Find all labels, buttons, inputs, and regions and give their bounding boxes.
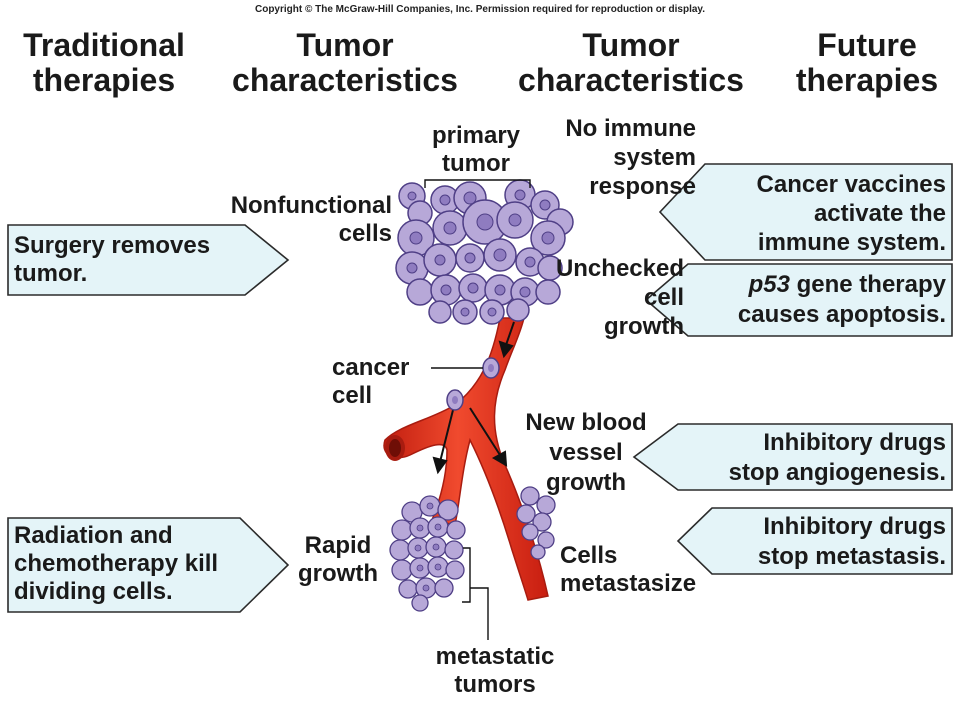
label-line: metastatic — [435, 643, 555, 670]
label-line: vessel — [549, 439, 623, 466]
label-rapid-growth: Rapid growth — [286, 532, 390, 588]
therapy-box-vaccines — [658, 163, 953, 261]
label-line: tumors — [454, 671, 536, 698]
therapy-text-radiation: Radiation and chemotherapy kill dividing… — [14, 522, 264, 606]
therapy-box-surgery — [7, 224, 290, 296]
column-header-line: Tumor — [296, 27, 394, 63]
gene-name: p53 — [748, 271, 790, 298]
therapy-line: activate the — [813, 200, 946, 227]
column-header-future: Future therapies — [782, 28, 952, 98]
therapy-text-surgery: Surgery removes tumor. — [14, 232, 254, 288]
column-header-tumor-right: Tumor characteristics — [500, 28, 762, 98]
label-line: Cells — [560, 542, 618, 569]
therapy-line: chemotherapy kill — [14, 550, 219, 577]
column-header-line: characteristics — [518, 62, 744, 98]
label-line: growth — [546, 469, 626, 496]
therapy-box-radiation — [7, 517, 290, 613]
column-header-line: Traditional — [23, 27, 185, 63]
therapy-text-angiogenesis: Inhibitory drugs stop angiogenesis. — [670, 428, 946, 488]
label-new-blood-vessel-growth: New blood vessel growth — [508, 408, 664, 498]
therapy-line: p53 gene therapy — [680, 270, 946, 300]
label-line: Unchecked — [555, 255, 684, 282]
primary-tumor — [395, 179, 574, 325]
label-cells-metastasize: Cells metastasize — [560, 542, 740, 598]
therapy-text-p53: p53 gene therapy causes apoptosis. — [680, 270, 946, 330]
label-no-immune-response: No immune system response — [536, 114, 696, 201]
therapy-line: Inhibitory drugs — [763, 513, 946, 540]
therapy-line: immune system. — [757, 229, 946, 256]
label-line: cancer — [332, 354, 410, 381]
label-line: No immune — [565, 115, 696, 142]
label-unchecked-cell-growth: Unchecked cell growth — [520, 254, 684, 341]
future-therapy-boxes — [632, 163, 953, 575]
therapy-line: tumor. — [14, 260, 88, 287]
label-line: primary — [431, 122, 521, 149]
therapy-line: Radiation and — [14, 522, 173, 549]
column-header-tumor-left: Tumor characteristics — [214, 28, 476, 98]
therapy-text-vaccines: Cancer vaccines activate the immune syst… — [700, 170, 946, 257]
therapy-line: Cancer vaccines — [756, 171, 946, 198]
label-line: system — [613, 144, 696, 171]
column-header-traditional: Traditional therapies — [8, 28, 200, 98]
therapy-text-metastasis: Inhibitory drugs stop metastasis. — [700, 512, 946, 572]
blood-vessel — [383, 317, 549, 601]
cancer-cell-in-vessel — [446, 357, 500, 411]
label-cancer-cell: cancer cell — [332, 354, 432, 410]
therapy-line-rest: gene therapy — [789, 271, 946, 298]
column-header-line: characteristics — [232, 62, 458, 98]
label-metastatic-tumors: metastatic tumors — [412, 643, 578, 699]
column-header-line: Tumor — [582, 27, 680, 63]
therapy-line: stop metastasis. — [757, 543, 946, 570]
label-line: growth — [298, 560, 378, 587]
therapy-line: dividing cells. — [14, 578, 173, 605]
label-line: Rapid — [304, 532, 372, 559]
leader-lines — [424, 179, 531, 640]
therapy-line: causes apoptosis. — [737, 301, 946, 328]
therapy-box-metastasis — [676, 507, 953, 575]
traditional-therapy-boxes — [7, 224, 290, 613]
label-line: New blood — [525, 409, 647, 436]
label-line: cells — [338, 220, 392, 247]
copyright-notice: Copyright © The McGraw-Hill Companies, I… — [254, 4, 706, 15]
label-line: tumor — [442, 150, 510, 177]
label-line: cell — [643, 284, 684, 311]
therapy-line: Surgery removes — [14, 232, 211, 259]
therapy-line: stop angiogenesis. — [728, 459, 946, 486]
column-header-line: therapies — [32, 62, 176, 98]
metastatic-tumor-small — [516, 486, 556, 560]
column-header-line: therapies — [795, 62, 939, 98]
metastatic-tumor-large — [389, 495, 466, 612]
label-line: Nonfunctional — [230, 192, 392, 219]
column-header-line: Future — [817, 27, 917, 63]
label-line: metastasize — [560, 570, 697, 597]
label-primary-tumor: primary tumor — [418, 122, 534, 178]
label-line: response — [589, 173, 696, 200]
label-line: growth — [604, 313, 684, 340]
therapy-line: Inhibitory drugs — [763, 429, 946, 456]
therapy-box-p53 — [644, 263, 953, 337]
therapy-box-angiogenesis — [632, 423, 953, 491]
label-nonfunctional-cells: Nonfunctional cells — [190, 192, 392, 248]
label-line: cell — [332, 382, 373, 409]
